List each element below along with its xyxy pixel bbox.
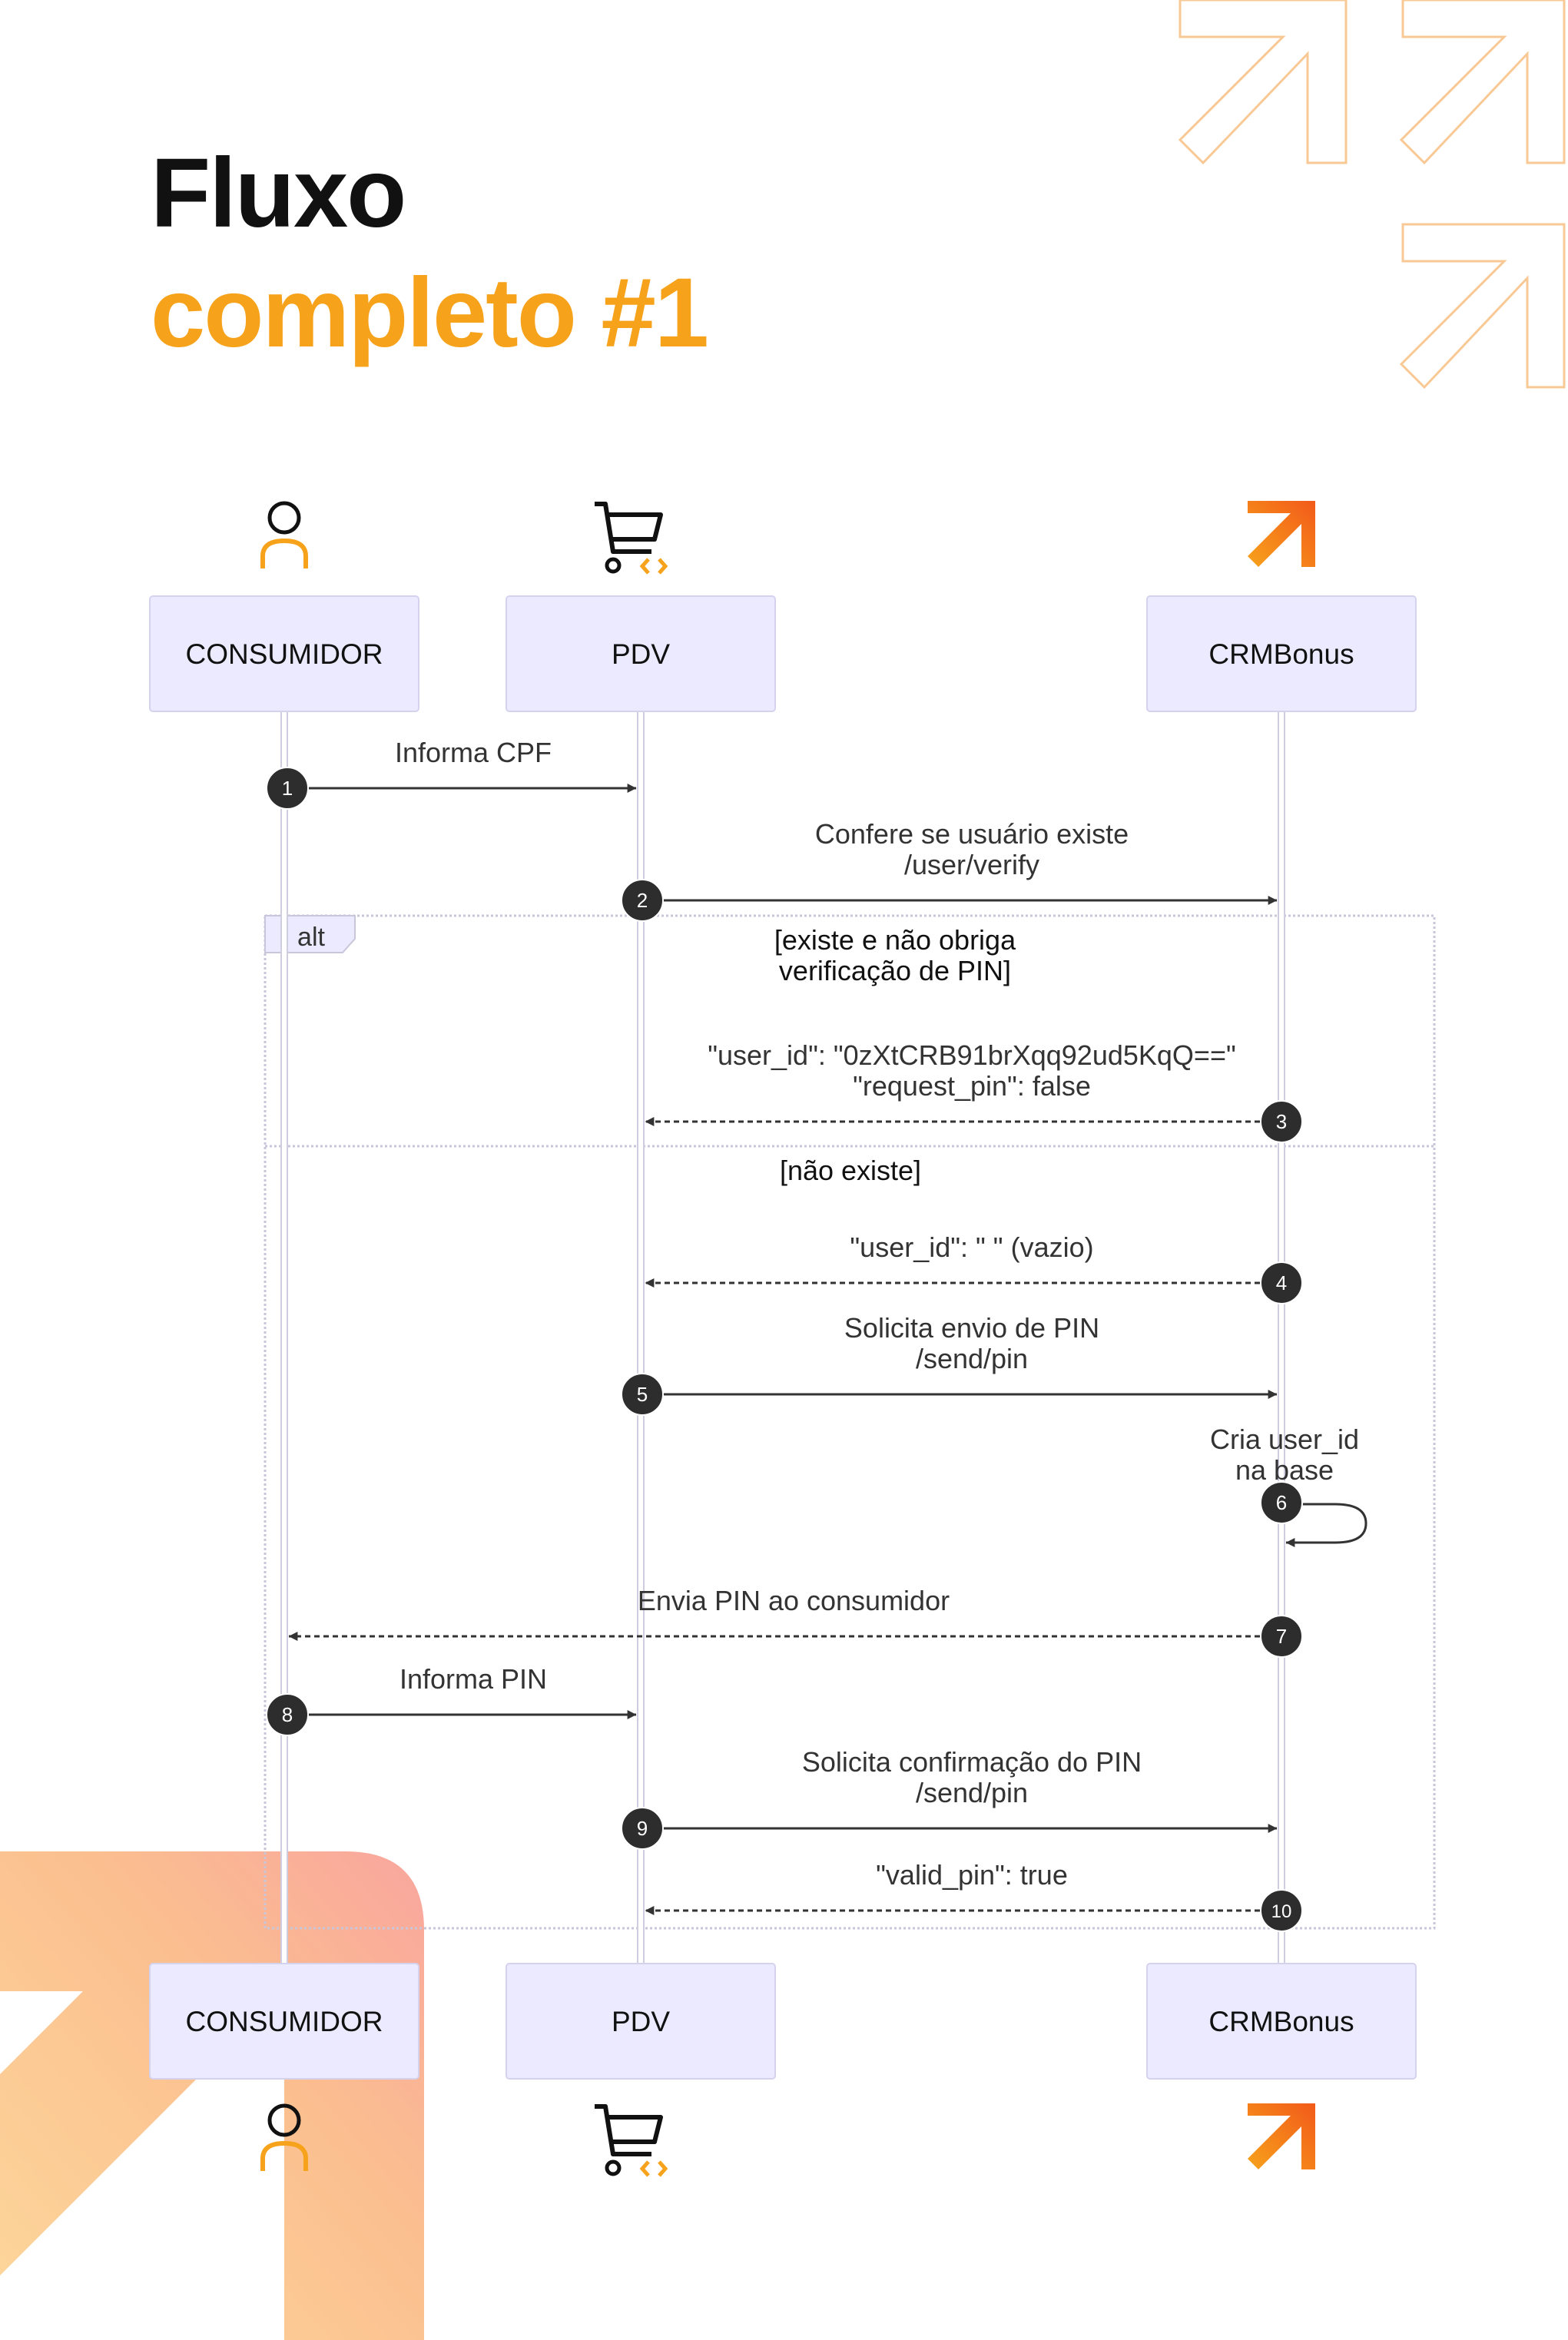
step-badge <box>1260 1615 1303 1658</box>
step-badge <box>621 1373 664 1416</box>
step-number: 10 <box>1271 1901 1292 1922</box>
participant-box <box>149 595 419 712</box>
crmbonus-arrow-logo-icon <box>1248 2103 1315 2169</box>
participant-crmbonus-bottom: CRMBonus <box>1146 1963 1417 2169</box>
step-number: 4 <box>1276 1271 1287 1294</box>
step-badge <box>1260 1889 1303 1932</box>
message-label: Envia PIN ao consumidor <box>638 1585 950 1616</box>
step-badge <box>266 767 309 810</box>
alt-condition-2: [não existe] <box>780 1155 921 1186</box>
message-label: Informa CPF <box>395 737 552 768</box>
message-label: "valid_pin": true <box>876 1859 1068 1891</box>
arrow-outline-icon <box>1399 223 1566 389</box>
step-number: 1 <box>282 777 293 800</box>
step-badge <box>1260 1481 1303 1524</box>
step-badge <box>266 1693 309 1736</box>
arrow-outline-icon <box>1178 0 1348 165</box>
participant-pdv-bottom: PDV <box>506 1963 776 2177</box>
user-icon <box>260 2103 308 2171</box>
step-number: 9 <box>637 1817 648 1840</box>
message-label: Solicita confirmação do PIN/send/pin <box>802 1746 1142 1808</box>
message-8: Informa PIN 8 <box>266 1663 637 1736</box>
shopping-cart-code-icon <box>595 502 668 575</box>
message-label: Solicita envio de PIN/send/pin <box>844 1312 1099 1374</box>
participant-label: PDV <box>612 638 670 670</box>
message-arrow <box>1285 1503 1367 1547</box>
participant-consumidor-top: CONSUMIDOR <box>149 501 419 712</box>
decorative-arrow-outlines <box>1178 0 1566 389</box>
participant-box <box>506 595 776 712</box>
step-number: 5 <box>637 1383 648 1406</box>
page-title-line1: Fluxo <box>151 138 406 248</box>
message-5: Solicita envio de PIN/send/pin 5 <box>621 1312 1278 1416</box>
crmbonus-arrow-logo-icon <box>1248 501 1315 567</box>
shopping-cart-code-icon <box>595 2104 668 2177</box>
user-icon <box>260 501 308 568</box>
arrow-outline-icon <box>1399 0 1566 165</box>
message-label: Informa PIN <box>399 1663 547 1695</box>
message-9: Solicita confirmação do PIN/send/pin 9 <box>621 1746 1278 1850</box>
step-badge <box>1260 1261 1303 1304</box>
step-number: 3 <box>1276 1110 1287 1133</box>
message-7: Envia PIN ao consumidor 7 <box>288 1585 1303 1658</box>
alt-label: alt <box>297 923 325 952</box>
step-number: 2 <box>637 889 648 912</box>
message-2: Confere se usuário existe/user/verify 2 <box>621 818 1278 922</box>
participant-box <box>149 1963 419 2080</box>
participant-pdv-top: PDV <box>506 502 776 712</box>
participant-box <box>1146 1963 1417 2080</box>
page-title-line2: completo #1 <box>151 258 709 368</box>
message-1: Informa CPF 1 <box>266 737 637 810</box>
step-number: 7 <box>1276 1625 1287 1648</box>
message-label: "user_id": "0zXtCRB91brXqq92ud5KqQ==""re… <box>708 1039 1236 1102</box>
message-10: "valid_pin": true 10 <box>645 1859 1303 1932</box>
message-label: "user_id": " " (vazio) <box>850 1231 1093 1263</box>
lifeline-consumidor <box>280 711 288 1964</box>
step-number: 8 <box>282 1703 293 1726</box>
participant-label: CRMBonus <box>1208 638 1354 670</box>
participant-consumidor-bottom: CONSUMIDOR <box>149 1963 419 2171</box>
participant-label: CONSUMIDOR <box>186 638 383 670</box>
participants: CONSUMIDORCONSUMIDORPDVPDVCRMBonusCRMBon… <box>149 501 1417 2177</box>
message-3: "user_id": "0zXtCRB91brXqq92ud5KqQ==""re… <box>645 1039 1303 1143</box>
lifeline-crmbonus <box>1278 711 1285 1964</box>
participant-label: CRMBonus <box>1208 2006 1354 2037</box>
participant-box <box>506 1963 776 2080</box>
participant-crmbonus-top: CRMBonus <box>1146 501 1417 712</box>
message-4: "user_id": " " (vazio) 4 <box>645 1231 1303 1304</box>
participant-box <box>1146 595 1417 712</box>
step-badge <box>621 879 664 922</box>
message-label: Confere se usuário existe/user/verify <box>815 818 1129 880</box>
step-number: 6 <box>1276 1491 1287 1514</box>
step-badge <box>1260 1100 1303 1143</box>
participant-label: PDV <box>612 2006 670 2037</box>
step-badge <box>621 1807 664 1850</box>
participant-label: CONSUMIDOR <box>186 2006 383 2037</box>
